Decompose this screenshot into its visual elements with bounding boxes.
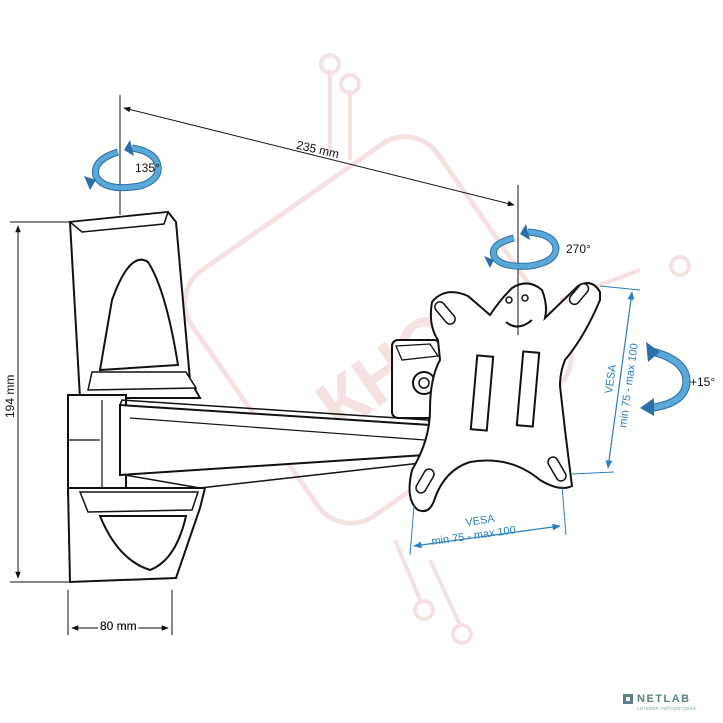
logo-tagline: сетевая лаборатория [637,706,697,712]
height-label: 194 mm [3,375,17,418]
width-label-fg: 80 mm [100,619,137,633]
tilt-label: +15° [690,375,715,389]
vesa-vertical-label: VESA [603,363,619,394]
netlab-logo: NETLAB сетевая лаборатория [623,693,715,715]
swivel-head [391,339,441,419]
arm-length-label: 235 mm [295,138,340,161]
vesa-plate [408,282,601,513]
head-swivel-label: 270° [566,242,591,256]
rotation-arrow-head: 270° [484,224,591,270]
logo-name: NETLAB [637,693,691,705]
wall-swivel-label: 135° [135,161,160,175]
netlab-logo-icon [623,694,633,704]
rotation-arrow-tilt: +15° [640,342,715,416]
width-label: 80 mm [100,619,137,633]
wall-plate [66,210,207,584]
dimension-height: 194 mm [3,221,70,583]
vesa-vertical-range: min 75 - max 100 [617,343,641,429]
rotation-arrow-wall: 135° [84,140,162,192]
vesa-horizontal-label: VESA [465,513,496,529]
dimension-width: 80 mm 80 mm [67,590,173,636]
